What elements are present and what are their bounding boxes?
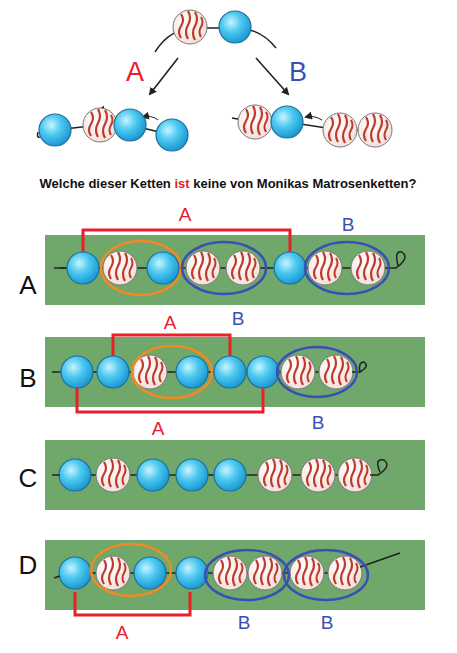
blue-bead	[214, 459, 246, 491]
striped-bead	[83, 108, 117, 142]
blue-bead	[61, 356, 93, 388]
striped-bead	[258, 458, 292, 492]
striped-bead	[186, 251, 220, 285]
rule-label: B	[342, 215, 355, 234]
rule-label: B	[321, 613, 334, 632]
striped-bead	[319, 355, 353, 389]
striped-bead	[133, 355, 167, 389]
blue-bead	[137, 459, 169, 491]
striped-bead	[226, 251, 260, 285]
striped-bead	[328, 556, 362, 590]
rule-label: B	[232, 309, 245, 328]
striped-bead	[301, 458, 335, 492]
chain-letter: B	[19, 365, 36, 391]
blue-bead	[156, 119, 188, 151]
rule-label: A	[164, 313, 177, 332]
rule-label: A	[116, 623, 129, 642]
blue-bead	[176, 459, 208, 491]
striped-bead	[358, 113, 392, 147]
rule-label: B	[289, 59, 307, 86]
blue-bead	[214, 356, 246, 388]
chain-letter: A	[19, 272, 36, 298]
striped-bead	[173, 10, 207, 44]
striped-bead	[308, 251, 342, 285]
striped-bead	[213, 556, 247, 590]
blue-bead	[219, 11, 251, 43]
blue-bead	[134, 557, 166, 589]
blue-bead	[97, 356, 129, 388]
blue-bead	[59, 557, 91, 589]
striped-bead	[323, 113, 357, 147]
striped-bead	[96, 458, 130, 492]
rule-label: A	[179, 205, 192, 224]
rule-label: B	[238, 613, 251, 632]
striped-bead	[248, 556, 282, 590]
blue-bead	[39, 114, 71, 146]
blue-bead	[59, 459, 91, 491]
rule-label: A	[126, 59, 144, 86]
rule-label: A	[152, 419, 165, 438]
blue-bead	[147, 252, 179, 284]
blue-bead	[274, 252, 306, 284]
striped-bead	[351, 251, 385, 285]
chain-letter: D	[19, 552, 38, 578]
question-title: Welche dieser Ketten ist keine von Monik…	[40, 177, 417, 190]
striped-bead	[238, 105, 272, 139]
blue-bead	[247, 356, 279, 388]
blue-bead	[271, 106, 303, 138]
striped-bead	[96, 556, 130, 590]
blue-bead	[67, 252, 99, 284]
striped-bead	[338, 458, 372, 492]
striped-bead	[281, 355, 315, 389]
blue-bead	[114, 109, 146, 141]
striped-bead	[290, 556, 324, 590]
rule-label: B	[312, 413, 325, 432]
blue-bead	[176, 557, 208, 589]
chain-letter: C	[19, 465, 38, 491]
blue-bead	[176, 356, 208, 388]
striped-bead	[103, 251, 137, 285]
